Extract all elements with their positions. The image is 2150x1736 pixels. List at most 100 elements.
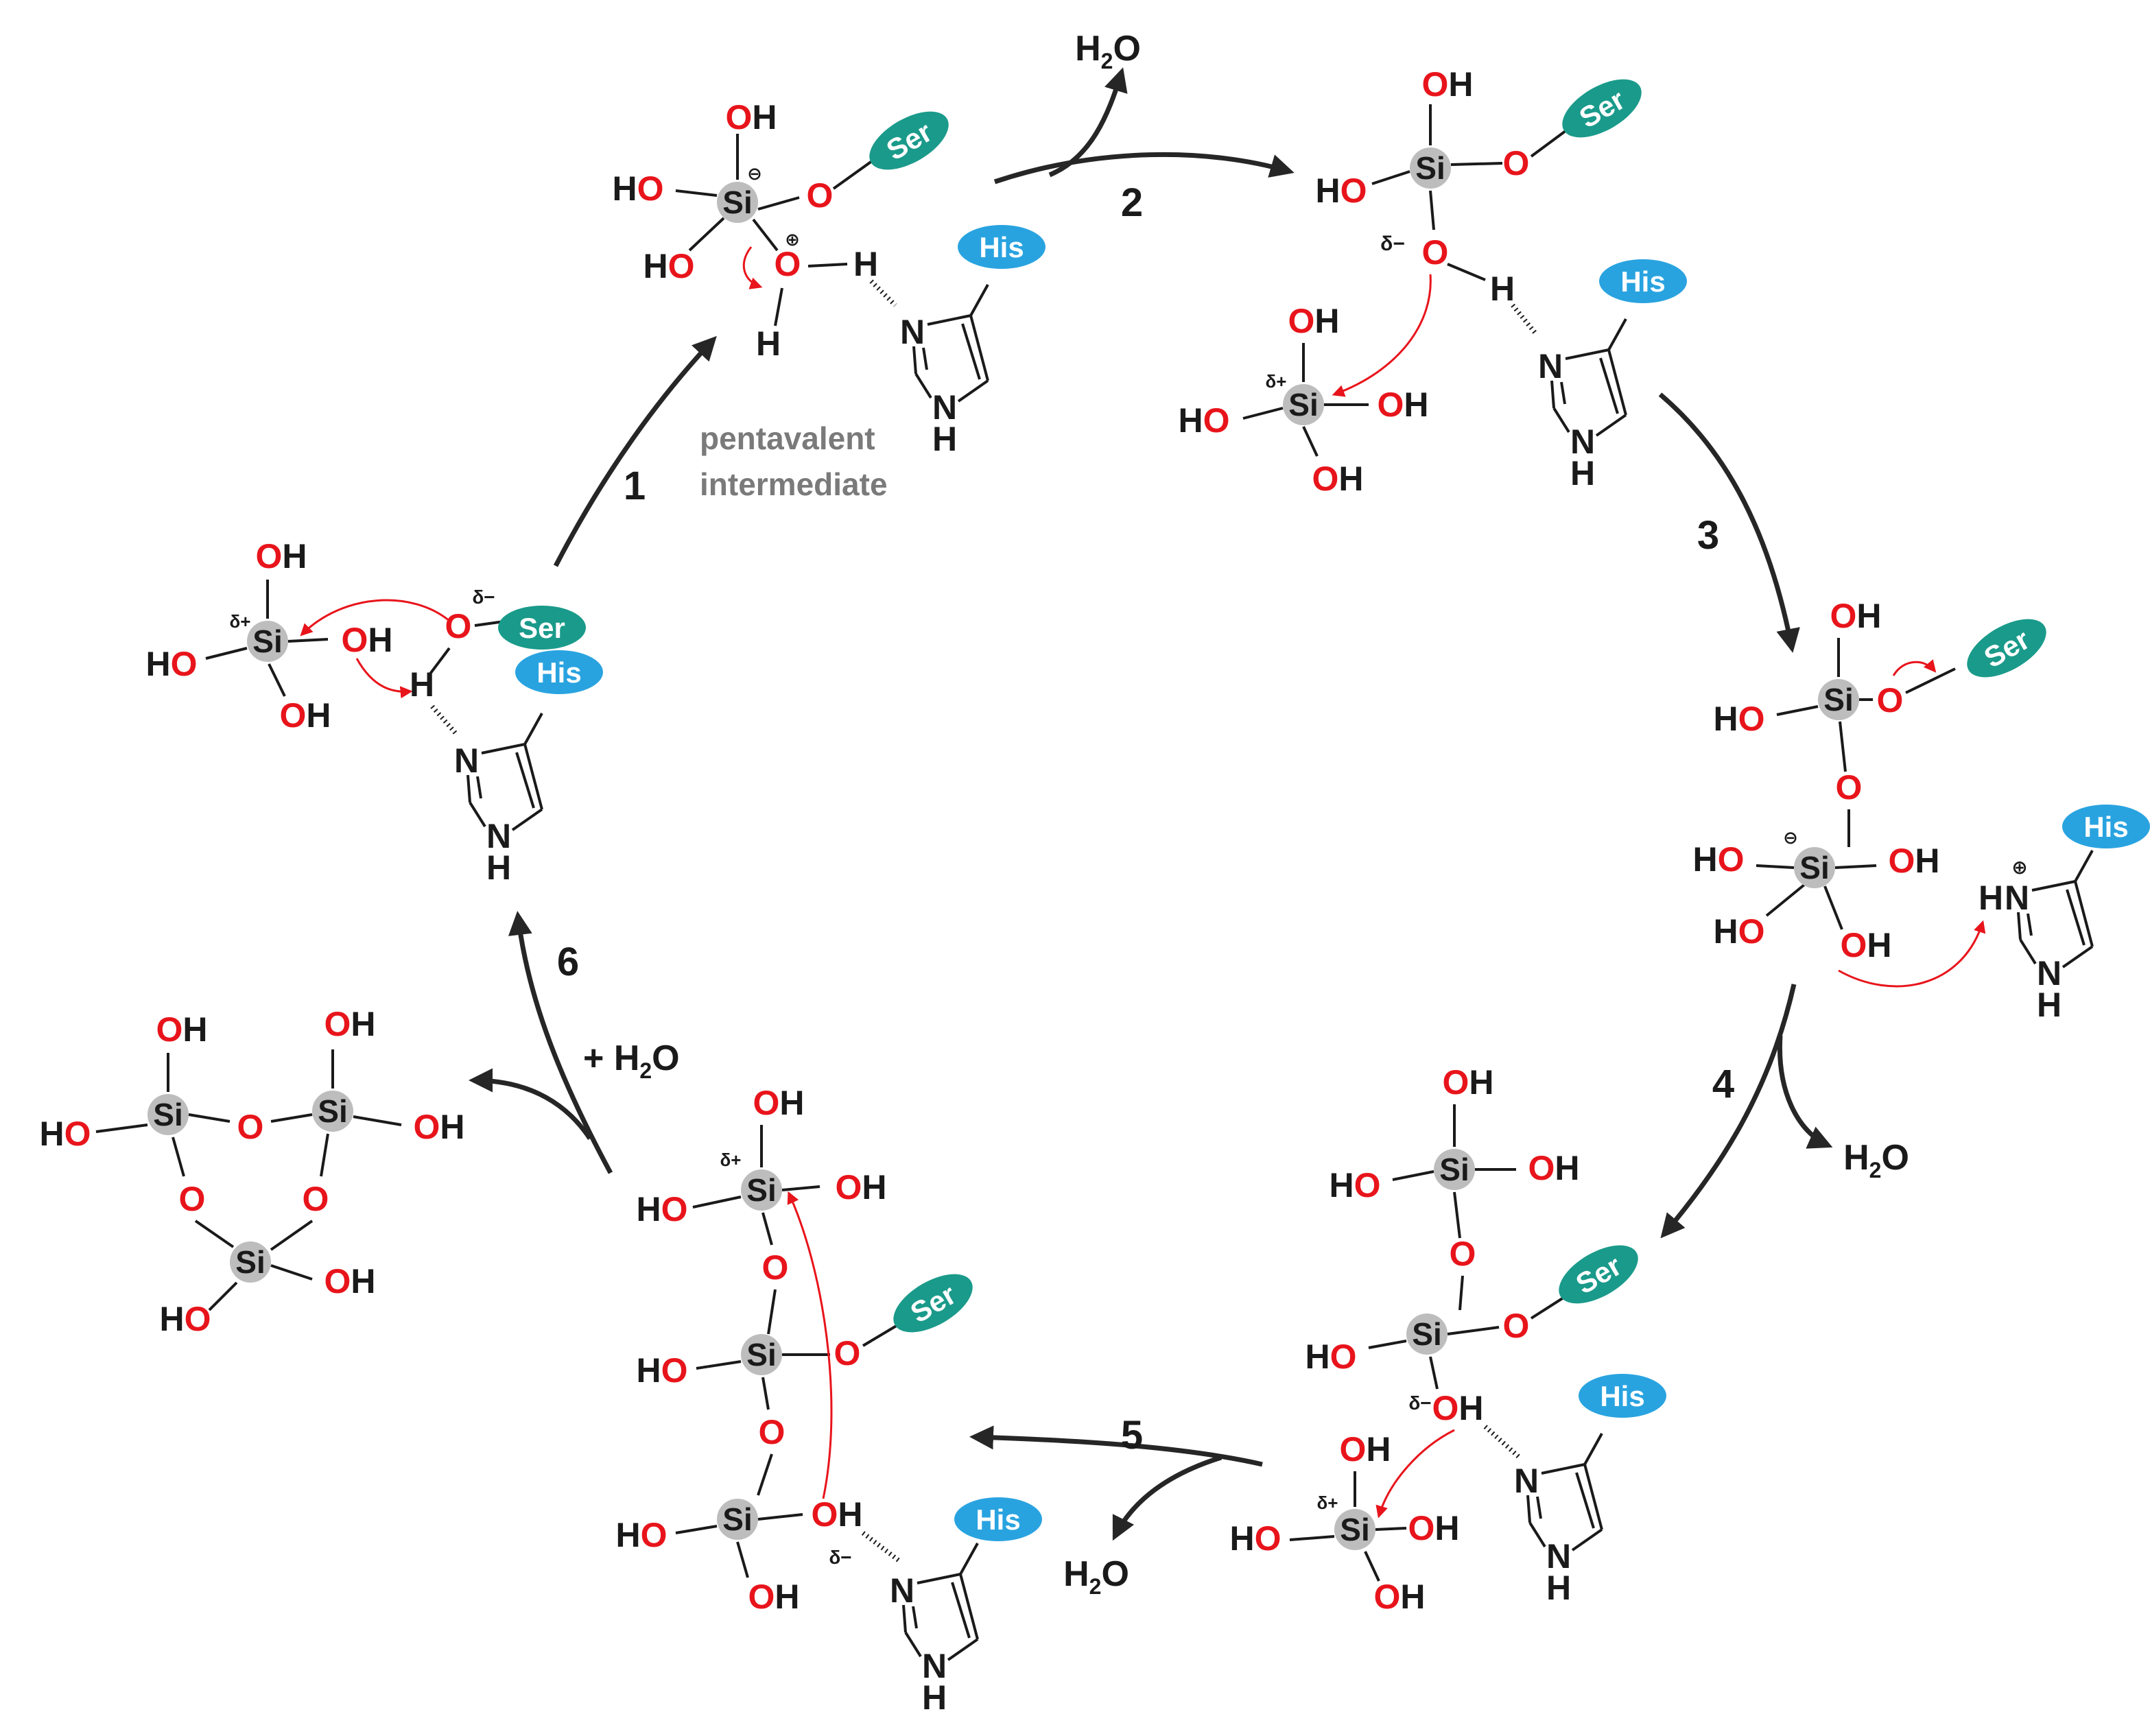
ring-bond xyxy=(2017,912,2022,940)
ring-bond xyxy=(523,744,543,810)
bond-line xyxy=(427,647,451,677)
ring-bond xyxy=(961,323,981,380)
atom-group-label: OH xyxy=(1830,597,1881,635)
ring-bond xyxy=(917,1573,961,1584)
hydrogen-label: H xyxy=(486,848,511,887)
atom-group-label: OH xyxy=(255,537,307,575)
atom-group-label: O xyxy=(1422,233,1449,272)
atom-group-label: HO xyxy=(1315,171,1367,210)
atom-group-label: OH xyxy=(1528,1149,1579,1187)
oxygen-label: O xyxy=(1888,842,1915,880)
serine-tag: Ser xyxy=(1967,619,2046,678)
tag-ellipse xyxy=(1559,1245,1638,1304)
ring-bond xyxy=(969,284,989,316)
ring-bond xyxy=(1552,407,1570,433)
atom-group-label: OH xyxy=(413,1108,464,1146)
hydrogen-label: H xyxy=(1490,270,1515,308)
hydrogen-label: H xyxy=(1469,1063,1493,1102)
bond-line xyxy=(1447,1326,1500,1335)
hydrogen-label: H xyxy=(779,1084,804,1122)
hydrogen-label: H xyxy=(1458,1389,1483,1427)
bond-line xyxy=(172,1137,185,1177)
atom-group-label: O xyxy=(237,1108,264,1146)
atom-group-label: HO xyxy=(1229,1519,1281,1558)
hydrogen-label: H xyxy=(306,696,331,735)
ring-bond xyxy=(476,776,482,799)
atom-group-label: HO xyxy=(1178,401,1229,440)
hydrogen-label: H xyxy=(1570,454,1595,492)
silicon-label: Si xyxy=(1288,387,1318,423)
oxygen-label: O xyxy=(1340,171,1367,210)
plus-water-prefix: + H xyxy=(583,1038,639,1078)
serine-tag: Ser xyxy=(893,1274,973,1333)
atom-group-label: HO xyxy=(159,1300,211,1338)
histidine-tag: His xyxy=(2062,805,2150,848)
atom-group-label: H xyxy=(932,420,957,458)
electron-arrow xyxy=(300,599,450,637)
atom-group-label: N xyxy=(900,313,925,351)
atom-group-label: O xyxy=(1503,144,1530,182)
bond-line xyxy=(752,218,779,252)
atom-group-label: OH xyxy=(156,1010,207,1049)
atom-group-label: O xyxy=(1836,768,1863,807)
oxygen-label: O xyxy=(668,247,695,285)
ring-bond xyxy=(902,1604,907,1633)
imidazole-rings-layer xyxy=(466,284,2094,1661)
atom-group-label: HO xyxy=(39,1115,91,1153)
hydrogen-label: H xyxy=(612,169,637,208)
atom-group-label: O xyxy=(1877,681,1904,720)
atom-group-label: O xyxy=(775,245,801,283)
imidazole-ring xyxy=(902,1543,979,1661)
electron-arrow xyxy=(1892,659,1937,676)
hydrogen-label: H xyxy=(1305,1337,1330,1376)
ring-bond xyxy=(1607,318,1627,350)
bond-line xyxy=(1368,1340,1407,1349)
oxygen-label: O xyxy=(156,1010,182,1049)
hydrogen-label: H xyxy=(282,537,307,575)
water-o: O xyxy=(652,1038,679,1078)
ring-bond xyxy=(2074,881,2094,947)
atom-group-label: HO xyxy=(643,247,694,285)
hydrogen-label: H xyxy=(1315,171,1340,210)
ring-bond xyxy=(912,1606,918,1629)
oxygen-label: O xyxy=(179,1180,206,1218)
oxygen-label: O xyxy=(413,1108,440,1146)
bond-line xyxy=(1375,1527,1407,1531)
bond-line xyxy=(781,1185,820,1191)
oxygen-label: O xyxy=(1339,1430,1366,1469)
tag-ellipse xyxy=(2062,805,2150,848)
oxygen-label: O xyxy=(1422,233,1449,272)
atom-group-label: N xyxy=(922,1647,947,1685)
hydrogen-label: H xyxy=(1338,460,1363,498)
electron-arrow xyxy=(787,1191,833,1499)
oxygen-label: O xyxy=(255,537,282,575)
atom-group-label: HO xyxy=(615,1516,667,1554)
ring-bond xyxy=(959,1573,979,1640)
ring-bond xyxy=(2019,938,2037,965)
ring-bond xyxy=(927,314,971,326)
ring-bond xyxy=(1536,1496,1542,1519)
oxygen-label: O xyxy=(171,645,198,683)
bonds-layer xyxy=(95,104,1956,1582)
tag-label: His xyxy=(979,231,1024,263)
histidine-tag: His xyxy=(515,650,603,694)
electron-arrow xyxy=(742,246,763,289)
water-label: H2O xyxy=(1075,29,1141,73)
hydrogen-label: H xyxy=(862,1168,886,1206)
ring-bond xyxy=(922,347,928,370)
arrows-layer xyxy=(300,67,1986,1541)
oxygen-label: O xyxy=(1432,1389,1458,1427)
oxygen-label: O xyxy=(775,245,801,283)
serine-tag: Ser xyxy=(1562,79,1642,138)
atom-group-label: N xyxy=(2005,879,2029,917)
ring-bond xyxy=(2062,945,2094,968)
atom-group-label: N xyxy=(454,741,479,780)
nitrogen-label: N xyxy=(932,388,957,427)
hydrogen-label: H xyxy=(752,98,777,136)
bond-line xyxy=(287,638,329,643)
serine-tag: Ser xyxy=(869,111,949,170)
oxygen-label: O xyxy=(1255,1519,1281,1558)
silicon-atom xyxy=(1818,679,1859,720)
bond-line xyxy=(1839,721,1847,772)
